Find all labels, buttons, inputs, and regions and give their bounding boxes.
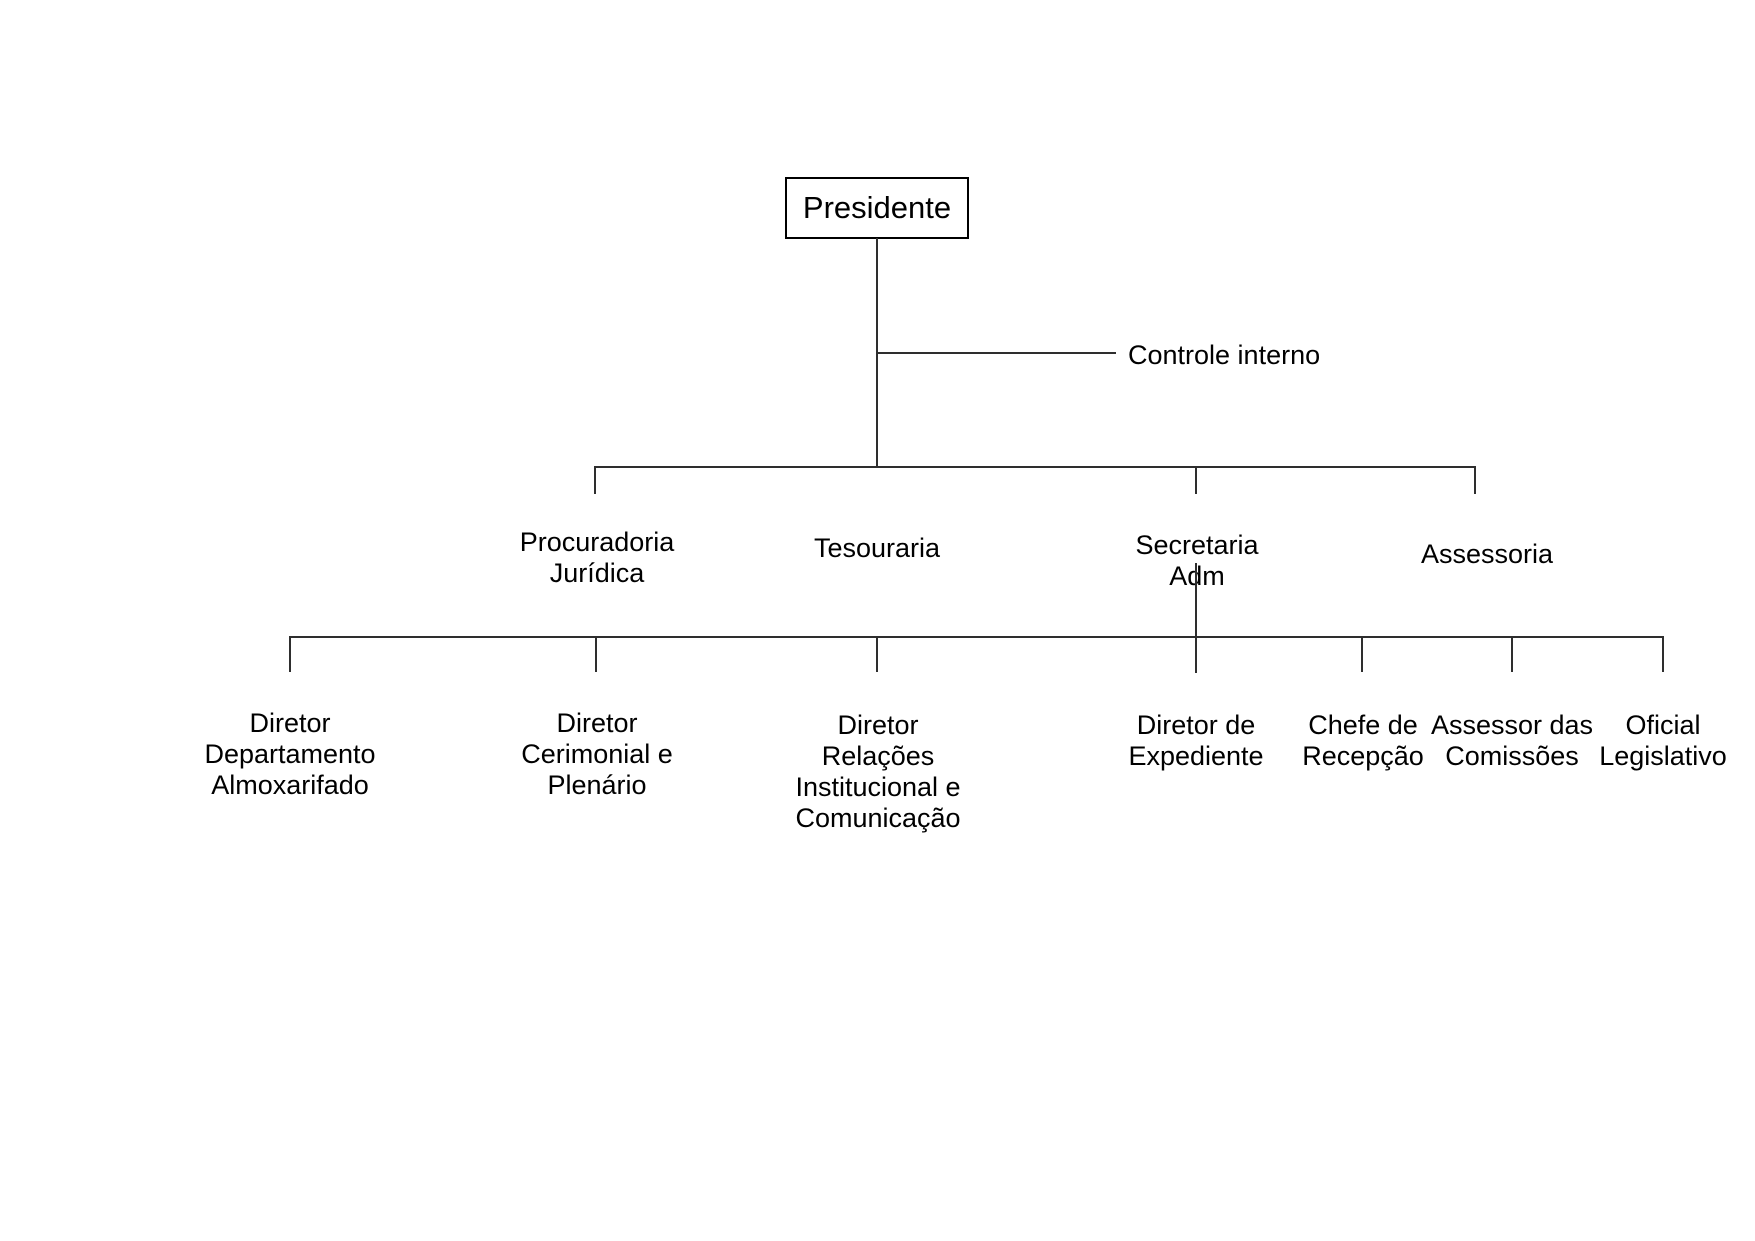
org-node-diretor-departamento-almoxarifado-label: Diretor Departamento Almoxarifado — [204, 708, 376, 800]
connector-secretaria-vertical — [1195, 563, 1197, 673]
tick-relacoes-institucional — [876, 636, 878, 672]
org-node-controle-interno-label: Controle interno — [1128, 340, 1321, 370]
org-node-chefe-recepcao-label: Chefe de Recepção — [1302, 710, 1424, 771]
org-node-diretor-relacoes-institucional-label: Diretor Relações Institucional e Comunic… — [795, 710, 961, 833]
tick-cerimonial-plenario — [595, 636, 597, 672]
org-node-assessoria-label: Assessoria — [1420, 539, 1554, 569]
org-node-assessor-comissoes: Assessor das Comissões — [1431, 679, 1593, 772]
org-node-chefe-recepcao: Chefe de Recepção — [1302, 679, 1424, 772]
org-node-presidente: Presidente — [785, 177, 969, 239]
tick-procuradoria — [594, 466, 596, 494]
rail-level3 — [289, 636, 1664, 638]
org-node-presidente-label: Presidente — [802, 190, 952, 225]
connector-controle-branch — [877, 352, 1116, 354]
org-node-diretor-expediente-label: Diretor de Expediente — [1128, 710, 1264, 771]
org-node-controle-interno: Controle interno — [1128, 340, 1320, 371]
tick-secretaria — [1195, 466, 1197, 494]
rail-level2 — [594, 466, 1476, 468]
org-node-tesouraria-label: Tesouraria — [813, 533, 941, 563]
org-node-oficial-legislativo: Oficial Legislativo — [1599, 679, 1727, 772]
org-node-procuradoria-juridica: Procuradoria Jurídica — [520, 496, 675, 589]
org-node-assessoria: Assessoria — [1421, 508, 1553, 570]
org-node-secretaria-adm: Secretaria Adm — [1135, 499, 1258, 592]
org-node-diretor-cerimonial-plenario-label: Diretor Cerimonial e Plenário — [521, 708, 673, 800]
org-node-diretor-relacoes-institucional: Diretor Relações Institucional e Comunic… — [795, 679, 960, 834]
tick-chefe-recepcao — [1361, 636, 1363, 672]
org-node-oficial-legislativo-label: Oficial Legislativo — [1599, 710, 1727, 771]
org-node-assessor-comissoes-label: Assessor das Comissões — [1430, 710, 1594, 771]
org-node-secretaria-adm-label: Secretaria Adm — [1135, 530, 1259, 591]
org-node-diretor-cerimonial-plenario: Diretor Cerimonial e Plenário — [521, 677, 673, 801]
org-node-tesouraria: Tesouraria — [814, 502, 940, 564]
org-node-diretor-expediente: Diretor de Expediente — [1128, 679, 1263, 772]
org-node-procuradoria-juridica-label: Procuradoria Jurídica — [519, 527, 675, 588]
tick-departamento-almoxarifado — [289, 636, 291, 672]
org-node-diretor-departamento-almoxarifado: Diretor Departamento Almoxarifado — [204, 677, 375, 801]
tick-assessoria — [1474, 466, 1476, 494]
tick-oficial-legislativo — [1662, 636, 1664, 672]
tick-assessor-comissoes — [1511, 636, 1513, 672]
